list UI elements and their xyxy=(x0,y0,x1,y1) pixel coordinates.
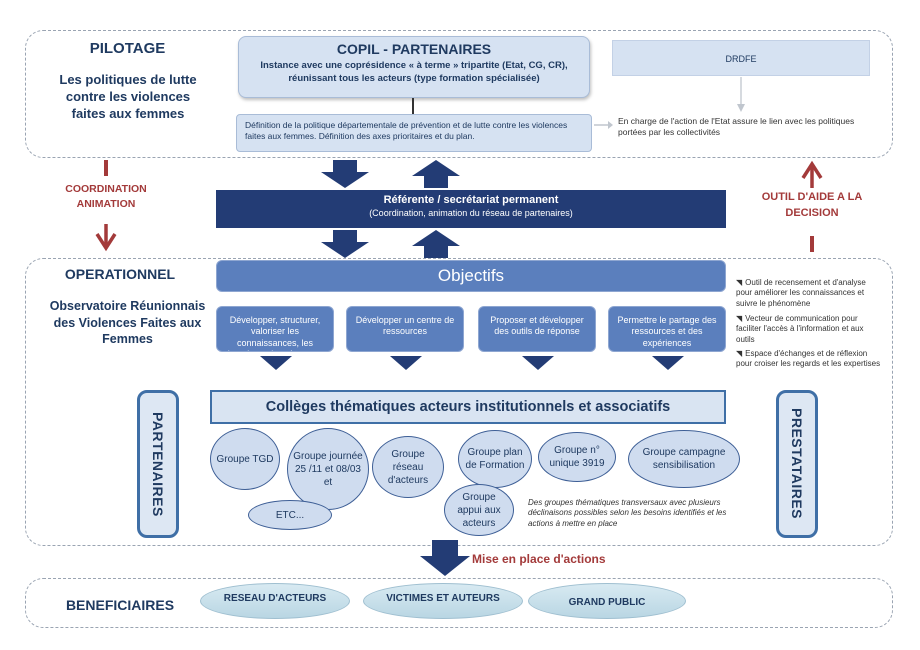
pilotage-zone xyxy=(25,30,893,158)
operationnel-zone xyxy=(25,258,893,546)
pilotage-subtitle: Les politiques de lutte contre les viole… xyxy=(59,72,197,122)
tool-text: Vecteur de communication pour faciliter … xyxy=(736,314,864,344)
bullet-icon: ◥ xyxy=(736,349,743,358)
benef-reseau: RESEAU D'ACTEURS xyxy=(200,583,350,619)
beneficiaires-zone xyxy=(25,578,893,628)
objective-box-3: Proposer et développer des outils de rép… xyxy=(478,306,596,352)
objective-box-1: Développer, structurer, valoriser les co… xyxy=(216,306,334,352)
referente-title: Référente / secrétariat permanent xyxy=(383,194,559,206)
benef-victimes: VICTIMES ET AUTEURS xyxy=(363,583,523,619)
benef-grand-public: GRAND PUBLIC xyxy=(528,583,686,619)
outil-arrow xyxy=(801,160,823,188)
partenaires-label: PARTENAIRES xyxy=(150,411,166,517)
mise-en-place-arrow xyxy=(420,540,470,576)
objective-triangles xyxy=(260,356,684,370)
beneficiaires-title: BENEFICIAIRES xyxy=(65,597,175,613)
objectifs-box: Objectifs xyxy=(216,260,726,292)
objectifs-label: Objectifs xyxy=(437,266,505,285)
groups-note: Des groupes thématiques transversaux ave… xyxy=(528,498,727,528)
coordination-label: COORDINATION ANIMATION xyxy=(65,183,147,211)
tool-text: Espace d'échanges et de réflexion pour c… xyxy=(736,349,881,369)
prestataires-label: PRESTATAIRES xyxy=(789,408,805,520)
pilotage-title: PILOTAGE xyxy=(89,40,166,57)
group-journee: Groupe journée 25 /11 et 08/03 et xyxy=(287,428,369,510)
mise-en-place-label: Mise en place d'actions xyxy=(472,552,606,566)
tool-text: Outil de recensement et d'analyse pour a… xyxy=(736,278,866,308)
link-arrow xyxy=(594,121,613,129)
bullet-icon: ◥ xyxy=(736,314,743,323)
prestataires-panel: PRESTATAIRES xyxy=(776,390,818,538)
drdfe-arrow xyxy=(737,77,745,112)
referente-box: Référente / secrétariat permanent (Coord… xyxy=(216,190,726,228)
tool-item-3: ◥Espace d'échanges et de réflexion pour … xyxy=(736,349,884,379)
copil-title: COPIL - PARTENAIRES xyxy=(336,41,492,57)
operationnel-subtitle: Observatoire Réunionnais des Violences F… xyxy=(49,299,206,346)
copil-box: COPIL - PARTENAIRES Instance avec une co… xyxy=(238,36,590,98)
tool-item-1: ◥Outil de recensement et d'analyse pour … xyxy=(736,278,884,309)
group-etc: ETC... xyxy=(248,500,332,530)
outil-label: OUTIL D'AIDE A LA DECISION xyxy=(761,191,863,219)
bullet-icon: ◥ xyxy=(736,278,743,287)
group-reseau: Groupe réseau d'acteurs xyxy=(372,436,444,498)
outil-bar-bottom xyxy=(810,236,814,252)
drdfe-desc: En charge de l'action de l'Etat assure l… xyxy=(618,116,855,138)
group-appui: Groupe appui aux acteurs xyxy=(444,484,514,536)
up-arrow-from-referente xyxy=(412,160,460,188)
copil-connector xyxy=(412,98,414,114)
definition-box: Définition de la politique départemental… xyxy=(236,114,592,152)
group-plan-formation: Groupe plan de Formation xyxy=(458,430,532,488)
objective-box-4: Permettre le partage des ressources et d… xyxy=(608,306,726,352)
down-arrow-to-objectifs xyxy=(321,230,369,258)
up-arrow-from-objectifs xyxy=(412,230,460,258)
group-campagne: Groupe campagne sensibilisation xyxy=(628,430,740,488)
definition-text: Définition de la politique départemental… xyxy=(245,120,568,142)
colleges-label: Collèges thématiques acteurs institution… xyxy=(265,399,671,415)
operationnel-title: OPERATIONNEL xyxy=(64,266,176,282)
drdfe-label: DRDFE xyxy=(725,54,757,64)
coordination-bar-top xyxy=(104,160,108,176)
copil-desc: Instance avec une coprésidence « à terme… xyxy=(260,60,568,84)
down-arrow-to-referente xyxy=(321,160,369,188)
objective-box-2: Développer un centre de ressources xyxy=(346,306,464,352)
referente-desc: (Coordination, animation du réseau de pa… xyxy=(369,208,573,218)
partenaires-panel: PARTENAIRES xyxy=(137,390,179,538)
group-tgd: Groupe TGD xyxy=(210,428,280,490)
colleges-box: Collèges thématiques acteurs institution… xyxy=(210,390,726,424)
tool-item-2: ◥Vecteur de communication pour faciliter… xyxy=(736,314,884,345)
coordination-arrow xyxy=(95,224,117,252)
drdfe-box: DRDFE xyxy=(612,40,870,76)
group-3919: Groupe n° unique 3919 xyxy=(538,432,616,482)
